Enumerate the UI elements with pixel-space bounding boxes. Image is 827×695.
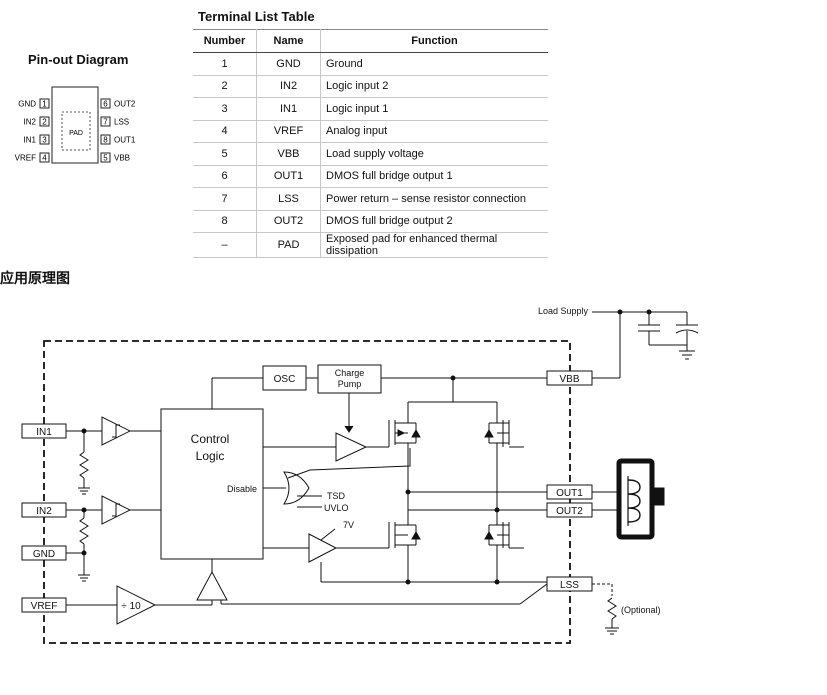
pin-number: 2 xyxy=(42,118,47,127)
load-supply-label: Load Supply xyxy=(538,306,589,316)
control-logic-label-2: Logic xyxy=(196,449,225,463)
control-logic-label-1: Control xyxy=(191,432,230,446)
cell-number: 6 xyxy=(193,165,257,188)
cell-function: Load supply voltage xyxy=(320,142,548,166)
lss-pin-label: LSS xyxy=(560,580,579,591)
pin-number: 1 xyxy=(42,100,47,109)
fet-low-left xyxy=(388,510,421,582)
pinout-diagram: PAD 1 2 3 4 GND IN2 IN1 VREF 6 7 8 5 OUT… xyxy=(15,86,136,164)
exposed-pad xyxy=(61,111,91,151)
cell-name: OUT2 xyxy=(256,210,321,233)
cell-name: VBB xyxy=(256,142,321,166)
charge-pump-label-2: Pump xyxy=(338,379,362,389)
cell-function: Ground xyxy=(320,52,548,76)
optional-label: (Optional) xyxy=(621,605,661,615)
left-pins: 1 2 3 4 GND IN2 IN1 VREF xyxy=(15,98,50,163)
pin-number: 8 xyxy=(103,136,108,145)
in2-pin-label: IN2 xyxy=(36,506,52,517)
out1-pin-label: OUT1 xyxy=(556,488,583,499)
uvlo-label: UVLO xyxy=(324,503,349,513)
cell-number: – xyxy=(193,232,257,258)
cell-number: 4 xyxy=(193,120,257,143)
cell-name: GND xyxy=(256,52,321,76)
seven-volt-label: 7V xyxy=(343,520,354,530)
cell-name: OUT1 xyxy=(256,165,321,188)
fet-high-left xyxy=(388,402,421,492)
out2-pin-label: OUT2 xyxy=(556,506,583,517)
cell-number: 5 xyxy=(193,142,257,166)
pin-number: 7 xyxy=(103,118,108,127)
cell-number: 1 xyxy=(193,52,257,76)
in1-pin-label: IN1 xyxy=(36,427,52,438)
application-schematic: Load Supply VBB OSC Charge Pump Control … xyxy=(21,306,699,644)
column-header-function: Function xyxy=(320,29,548,53)
pin-name-in1: IN1 xyxy=(24,136,37,145)
cell-function: Analog input xyxy=(320,120,548,143)
vbb-pin-label: VBB xyxy=(559,374,579,385)
cell-function: Exposed pad for enhanced thermal dissipa… xyxy=(320,232,548,258)
pin-name-gnd: GND xyxy=(18,100,36,109)
right-pins: 6 7 8 5 OUT2 LSS OUT1 VBB xyxy=(100,98,136,163)
cell-number: 7 xyxy=(193,187,257,211)
cell-number: 3 xyxy=(193,97,257,121)
cell-function: DMOS full bridge output 1 xyxy=(320,165,548,188)
pin-name-out1: OUT1 xyxy=(114,136,136,145)
cell-name: IN2 xyxy=(256,75,321,98)
application-schematic-heading: 应用原理图 xyxy=(0,270,70,286)
pin-name-out2: OUT2 xyxy=(114,100,136,109)
pin-number: 3 xyxy=(42,136,47,145)
column-header-number: Number xyxy=(193,29,257,53)
gnd-pin-label: GND xyxy=(33,549,55,560)
table-title: Terminal List Table xyxy=(198,9,315,24)
package-body xyxy=(51,86,99,164)
pin-name-lss: LSS xyxy=(114,118,129,127)
table-header-row: Number Name Function xyxy=(193,29,548,53)
cell-function: Power return – sense resistor connection xyxy=(320,187,548,211)
cell-name: LSS xyxy=(256,187,321,211)
or-gate xyxy=(283,471,310,505)
cell-number: 2 xyxy=(193,75,257,98)
charge-pump-label-1: Charge xyxy=(335,368,365,378)
pin-name-in2: IN2 xyxy=(24,118,37,127)
cell-name: VREF xyxy=(256,120,321,143)
cell-number: 8 xyxy=(193,210,257,233)
divide-by-ten-label: ÷ 10 xyxy=(121,601,141,612)
vref-pin-label: VREF xyxy=(31,601,58,612)
pin-number: 4 xyxy=(42,154,47,163)
cell-name: IN1 xyxy=(256,97,321,121)
cell-function: Logic input 1 xyxy=(320,97,548,121)
cell-name: PAD xyxy=(256,232,321,258)
pin-number: 5 xyxy=(103,154,108,163)
cell-function: Logic input 2 xyxy=(320,75,548,98)
tsd-label: TSD xyxy=(327,491,346,501)
pinout-title: Pin-out Diagram xyxy=(28,52,129,67)
column-header-name: Name xyxy=(256,29,321,53)
fet-high-right xyxy=(484,402,524,510)
pin-name-vbb: VBB xyxy=(114,154,130,163)
motor-icon xyxy=(592,458,665,540)
pin-name-vref: VREF xyxy=(15,154,36,163)
osc-label: OSC xyxy=(274,374,296,385)
pad-label: PAD xyxy=(69,130,83,137)
disable-label: Disable xyxy=(227,484,257,494)
control-logic-box xyxy=(160,408,264,560)
cell-function: DMOS full bridge output 2 xyxy=(320,210,548,233)
pin-number: 6 xyxy=(103,100,108,109)
fet-low-right xyxy=(484,522,524,582)
